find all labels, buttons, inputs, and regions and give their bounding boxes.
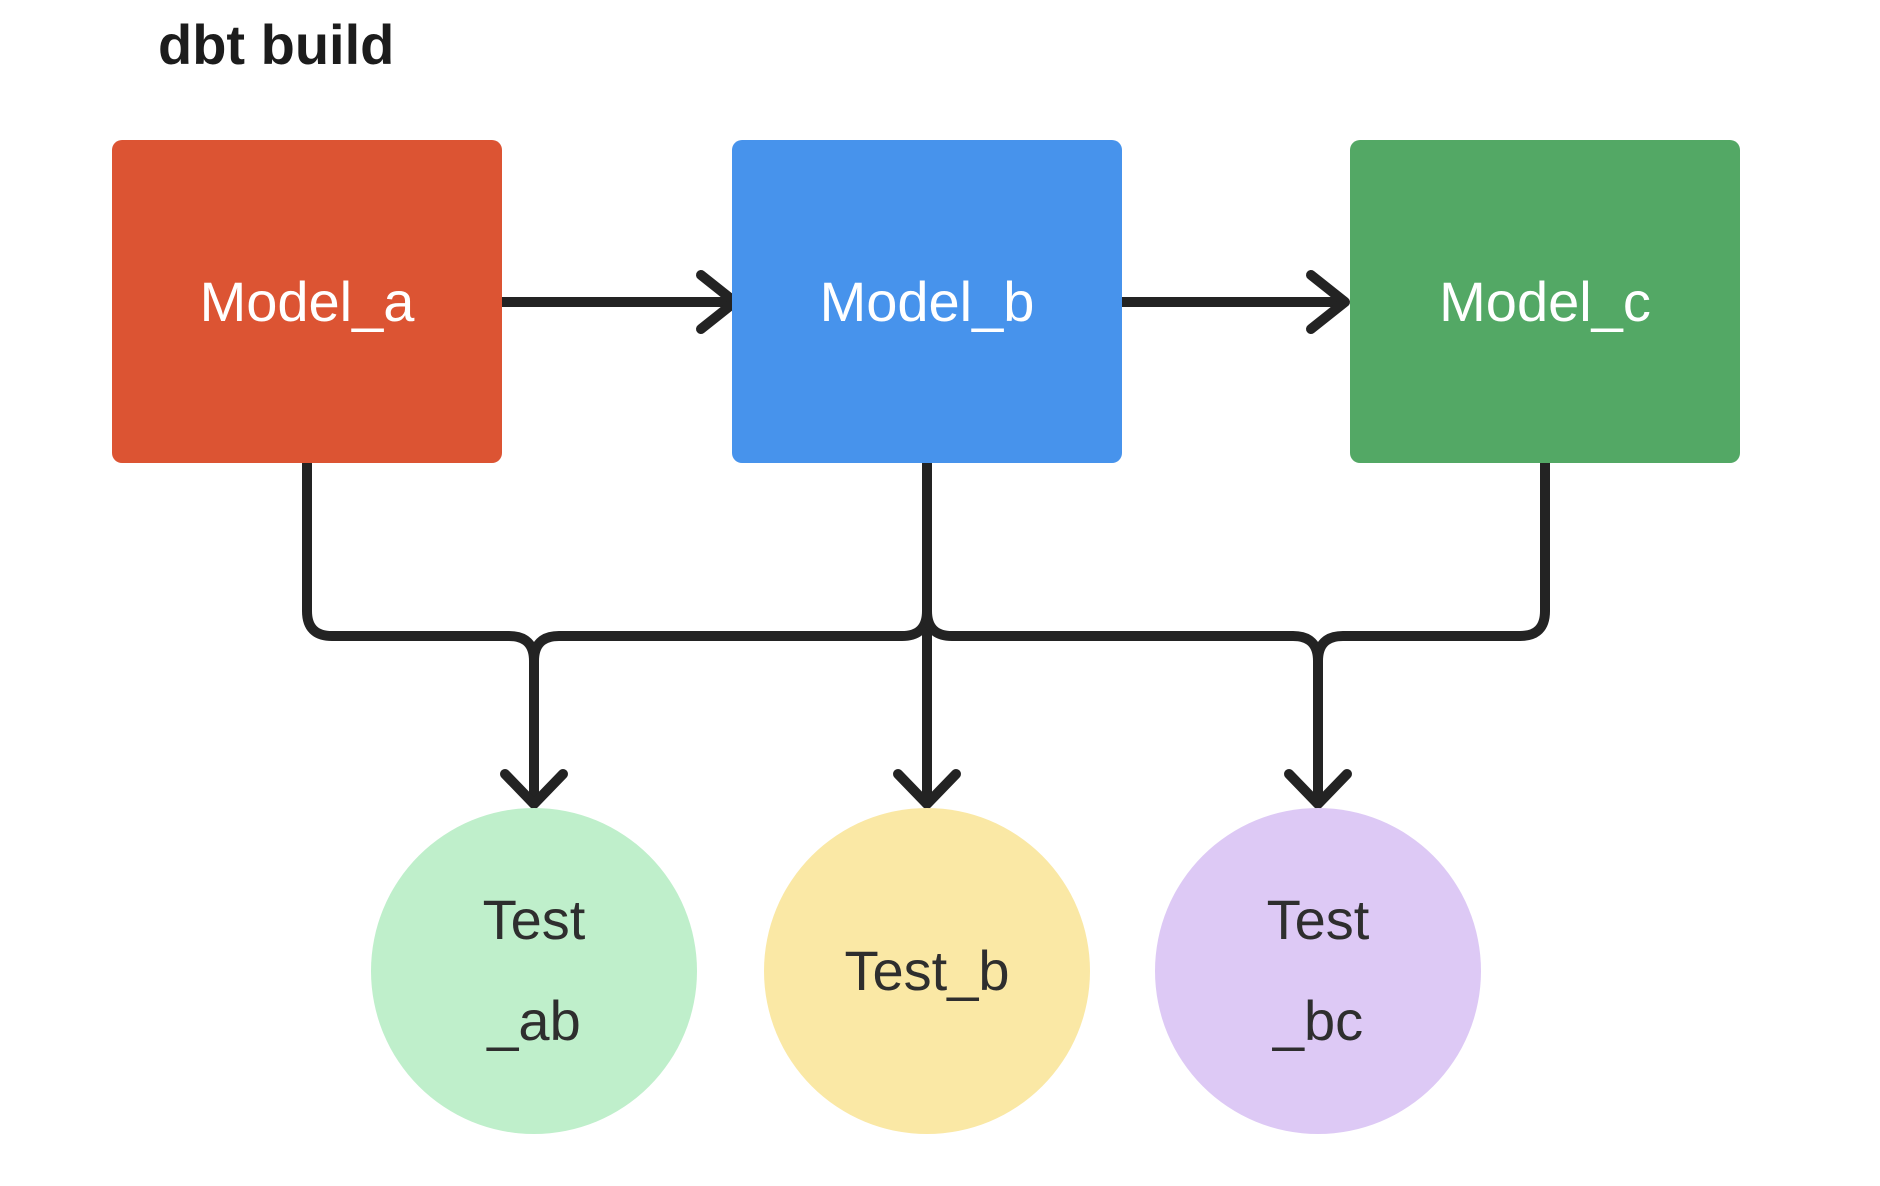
diagram-title: dbt build	[158, 13, 395, 76]
node-test-ab-label-line1: Test	[482, 888, 586, 952]
node-test-ab-label-line2: _ab	[487, 989, 581, 1052]
node-model-c: Model_c	[1350, 140, 1740, 463]
node-test-bc-label-line2: _bc	[1272, 989, 1364, 1052]
node-model-b: Model_b	[732, 140, 1122, 463]
edge-model-b-to-test-ab-line	[529, 458, 932, 800]
node-test-bc: Test _bc	[1155, 808, 1481, 1134]
node-test-bc-label-line1: Test	[1266, 888, 1370, 952]
node-model-b-label: Model_b	[819, 270, 1035, 333]
edge-model-b-to-test-bc-line	[922, 458, 1323, 800]
node-model-c-label: Model_c	[1439, 270, 1651, 333]
edge-to-test-b-arrowhead-icon	[893, 769, 961, 809]
node-model-a-label: Model_a	[199, 270, 415, 333]
edge-model-b-to-model-c-arrowhead-icon	[1306, 270, 1350, 334]
edge-model-c-to-test-bc-line	[1313, 458, 1550, 800]
node-test-b-label: Test_b	[844, 938, 1010, 1002]
node-test-ab: Test _ab	[371, 808, 697, 1134]
node-model-a: Model_a	[112, 140, 502, 463]
edge-to-test-ab-arrowhead-icon	[500, 769, 568, 809]
node-test-b: Test_b	[764, 808, 1090, 1134]
edge-model-a-to-test-ab-line	[302, 458, 539, 800]
edge-to-test-bc-arrowhead-icon	[1284, 769, 1352, 809]
